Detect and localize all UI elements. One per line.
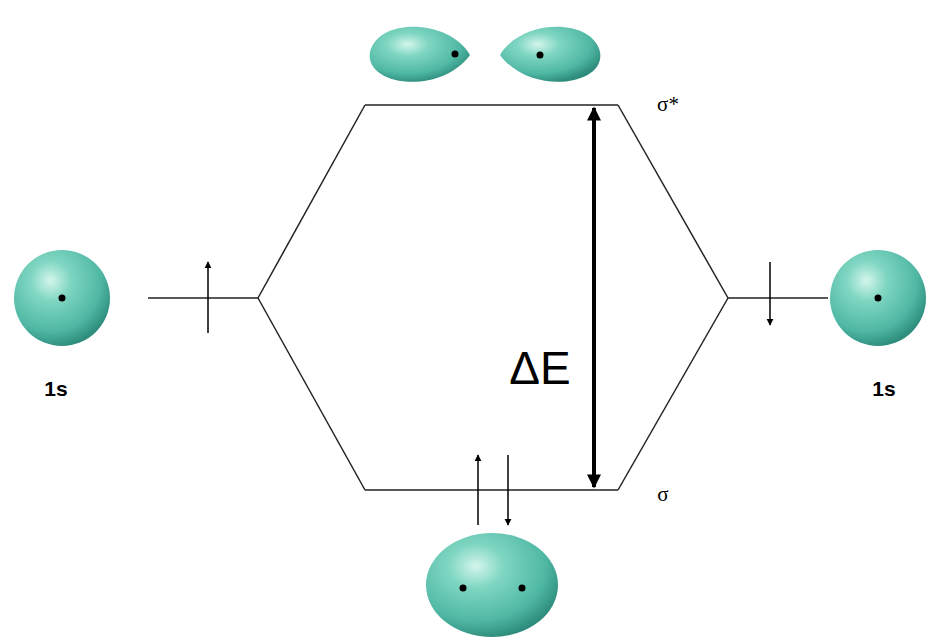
level-label: σ bbox=[657, 484, 668, 505]
bonding-orbital bbox=[426, 533, 558, 637]
orbital-label: 1s bbox=[44, 378, 67, 399]
atomic-orbital-right bbox=[830, 250, 926, 346]
energy-gap-label: ΔE bbox=[509, 345, 570, 391]
energy-levels bbox=[148, 105, 828, 490]
orbital-label: 1s bbox=[872, 378, 895, 399]
level-label: σ* bbox=[657, 94, 679, 115]
energy-gap-arrow bbox=[592, 108, 596, 487]
atomic-orbital-left bbox=[14, 250, 110, 346]
antibonding-orbital bbox=[370, 27, 601, 82]
electron-spins bbox=[208, 262, 770, 525]
